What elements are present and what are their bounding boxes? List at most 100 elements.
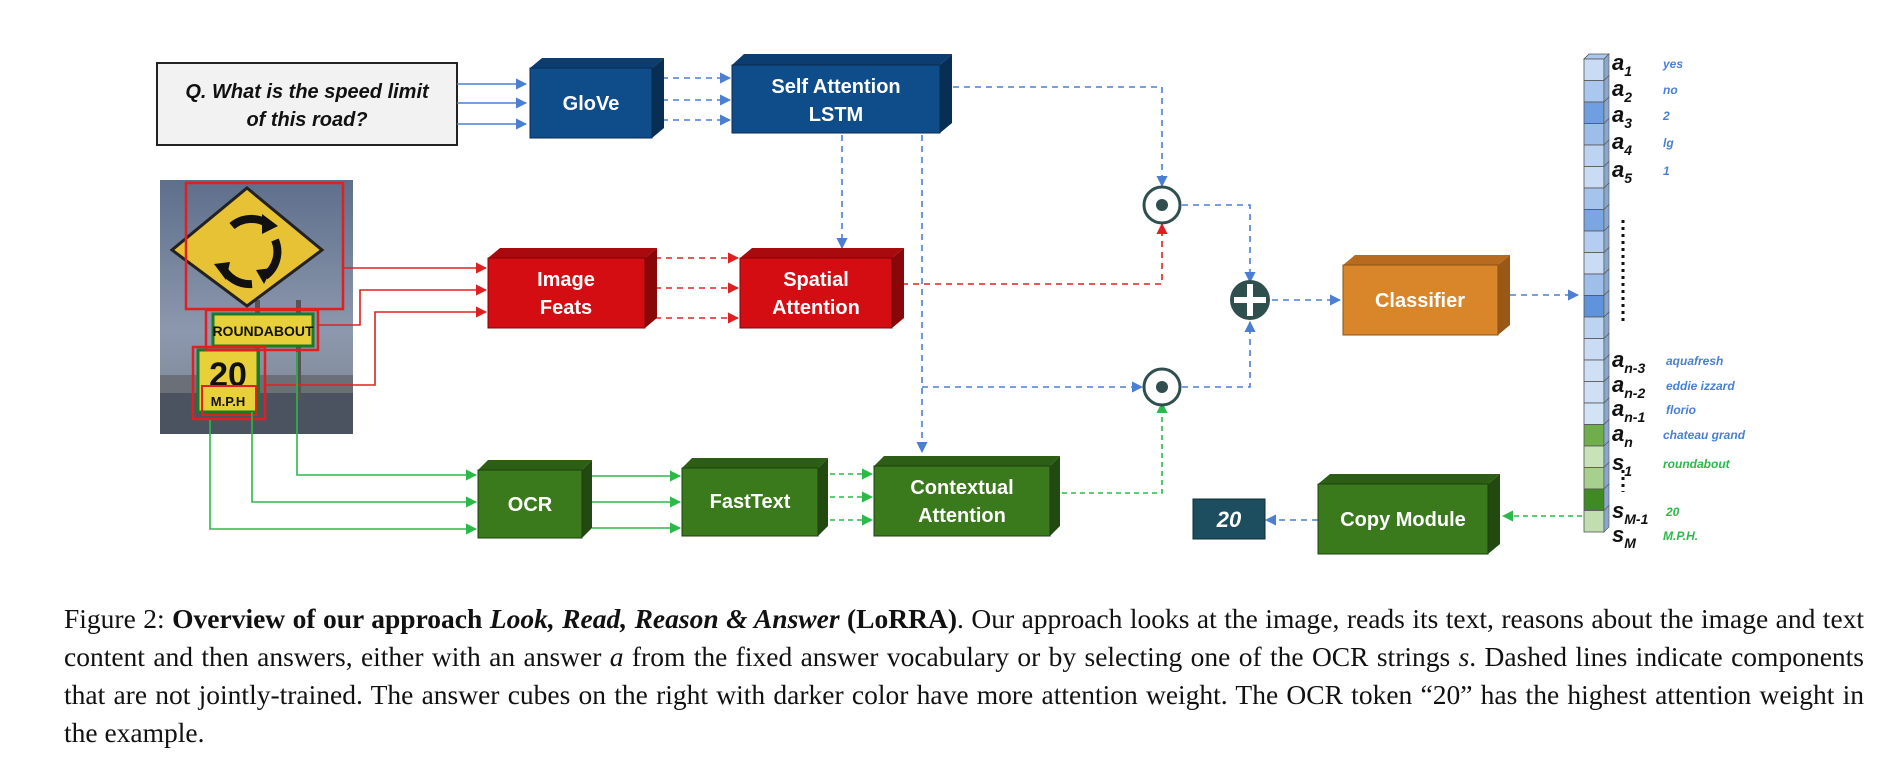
fasttext-box: FastText bbox=[681, 458, 828, 537]
answer-symbol-base: a bbox=[1612, 396, 1624, 421]
caption-text-part3: . Dashed lines indicate components that … bbox=[64, 641, 1864, 748]
answer-cube bbox=[1583, 359, 1605, 382]
sum-operator-icon bbox=[1230, 280, 1270, 320]
answer-symbol-base: s bbox=[1612, 498, 1624, 523]
answer-word: lg bbox=[1663, 136, 1674, 150]
caption-var-a: a bbox=[609, 641, 624, 672]
question-line-2: of this road? bbox=[246, 109, 367, 131]
answer-symbol: a5 bbox=[1612, 157, 1632, 186]
question-box: Q. What is the speed limit of this road? bbox=[156, 62, 458, 146]
answer-cube bbox=[1583, 230, 1605, 253]
answer-word: florio bbox=[1666, 403, 1696, 417]
contextual-attention-box: Contextual Attention bbox=[873, 456, 1060, 537]
answer-cube bbox=[1583, 424, 1605, 447]
caption-bold-title: Overview of our approach bbox=[172, 603, 483, 634]
answer-cube bbox=[1583, 252, 1605, 275]
arrow-odot-top-oplus bbox=[1182, 204, 1256, 284]
architecture-diagram: Q. What is the speed limit of this road?… bbox=[156, 50, 1746, 555]
answer-cube-side bbox=[1603, 504, 1610, 533]
answer-cube bbox=[1583, 273, 1605, 296]
answer-symbol: a1 bbox=[1612, 50, 1632, 79]
answer-symbol-subscript: 3 bbox=[1624, 115, 1632, 131]
caption-italic-title: Look, Read, Reason & Answer bbox=[489, 603, 840, 634]
answer-word: M.P.H. bbox=[1663, 529, 1698, 543]
elementwise-product-bottom-icon bbox=[1142, 367, 1182, 407]
answer-cube bbox=[1583, 488, 1605, 511]
answer-cube-column bbox=[1583, 53, 1610, 533]
answer-symbol: an-1 bbox=[1612, 396, 1645, 425]
caption-acronym: (LoRRA) bbox=[847, 603, 958, 634]
self-attention-label-line2: LSTM bbox=[809, 104, 863, 126]
speed-number-text: 20 bbox=[209, 356, 247, 394]
contextual-attention-label-line2: Attention bbox=[918, 505, 1006, 527]
answer-cube bbox=[1583, 58, 1605, 81]
arrow-image-feats-2 bbox=[318, 284, 488, 326]
answer-cube bbox=[1583, 144, 1605, 167]
answer-symbol-subscript: n-2 bbox=[1624, 385, 1645, 401]
answer-symbol: sM-1 bbox=[1612, 498, 1649, 527]
answer-symbol: sM bbox=[1612, 522, 1636, 551]
answer-output-box: 20 bbox=[1192, 498, 1266, 540]
answer-symbol-base: s bbox=[1612, 450, 1624, 475]
answer-cube bbox=[1583, 101, 1605, 124]
detection-box-roundabout bbox=[204, 308, 320, 352]
answer-symbol: an bbox=[1612, 421, 1633, 450]
answer-symbol-subscript: 2 bbox=[1623, 89, 1632, 105]
answer-word: yes bbox=[1662, 57, 1683, 71]
answer-symbol-subscript: 1 bbox=[1624, 463, 1632, 479]
answer-symbol-base: a bbox=[1612, 347, 1624, 372]
figure-caption: Figure 2: Overview of our approach Look,… bbox=[64, 600, 1864, 752]
arrow-odot-bottom-oplus bbox=[1182, 320, 1256, 388]
ocr-box: OCR bbox=[477, 460, 592, 539]
caption-text-part1: . Our approach looks at the image, reads… bbox=[64, 603, 1865, 672]
caption-var-s: s bbox=[1458, 641, 1470, 672]
answer-symbol: a2 bbox=[1612, 76, 1632, 105]
answer-cube bbox=[1583, 445, 1605, 468]
answer-symbol-base: a bbox=[1612, 76, 1624, 101]
arrow-spatial-odot-top bbox=[902, 222, 1168, 285]
answer-symbol-base: s bbox=[1612, 522, 1624, 547]
caption-figure-label: Figure 2: bbox=[64, 603, 165, 634]
question-line-1: Q. What is the speed limit bbox=[185, 81, 430, 103]
answer-symbol-base: a bbox=[1612, 372, 1624, 397]
arrow-image-ocr-1 bbox=[296, 352, 478, 481]
classifier-label: Classifier bbox=[1375, 290, 1465, 312]
self-attention-label-line1: Self Attention bbox=[771, 76, 900, 98]
answer-symbol-subscript: n bbox=[1624, 434, 1633, 450]
answer-symbol-base: a bbox=[1612, 129, 1624, 154]
answer-word: 1 bbox=[1663, 164, 1670, 178]
detection-box-speed bbox=[191, 345, 267, 421]
answer-symbol-subscript: n-3 bbox=[1624, 360, 1645, 376]
copy-module-label: Copy Module bbox=[1340, 509, 1466, 531]
image-feats-label-line2: Feats bbox=[540, 297, 592, 319]
answer-cube bbox=[1583, 80, 1605, 103]
answer-cube bbox=[1583, 402, 1605, 425]
copy-module-box: Copy Module bbox=[1317, 474, 1500, 555]
self-attention-lstm-box: Self Attention LSTM bbox=[731, 54, 952, 134]
answer-symbol-subscript: 4 bbox=[1623, 142, 1632, 158]
answer-word: no bbox=[1663, 83, 1678, 97]
answer-symbol-subscript: 1 bbox=[1624, 63, 1632, 79]
answer-symbol-base: a bbox=[1612, 50, 1624, 75]
answer-cube bbox=[1583, 187, 1605, 210]
answer-symbol: a4 bbox=[1612, 129, 1632, 158]
spatial-attention-label-line2: Attention bbox=[772, 297, 860, 319]
answer-cube bbox=[1583, 316, 1605, 339]
answer-cube bbox=[1583, 209, 1605, 232]
arrow-image-feats-3 bbox=[265, 306, 488, 386]
answer-word: 2 bbox=[1662, 109, 1670, 123]
answer-symbol-base: a bbox=[1612, 421, 1624, 446]
answer-cube bbox=[1583, 381, 1605, 404]
arrow-contextual-odot-bottom bbox=[1062, 401, 1168, 494]
caption-text-part2: from the fixed answer vocabulary or by s… bbox=[631, 641, 1451, 672]
glove-label: GloVe bbox=[563, 93, 620, 115]
answer-symbol-subscript: M-1 bbox=[1624, 511, 1648, 527]
answer-cube bbox=[1583, 166, 1605, 189]
roundabout-sign-icon bbox=[169, 186, 325, 308]
contextual-attention-label-line1: Contextual bbox=[910, 477, 1013, 499]
answer-symbol-base: a bbox=[1612, 157, 1624, 182]
answer-cube bbox=[1583, 467, 1605, 490]
answer-symbol-subscript: 5 bbox=[1624, 170, 1632, 186]
answer-symbol-base: a bbox=[1612, 102, 1624, 127]
